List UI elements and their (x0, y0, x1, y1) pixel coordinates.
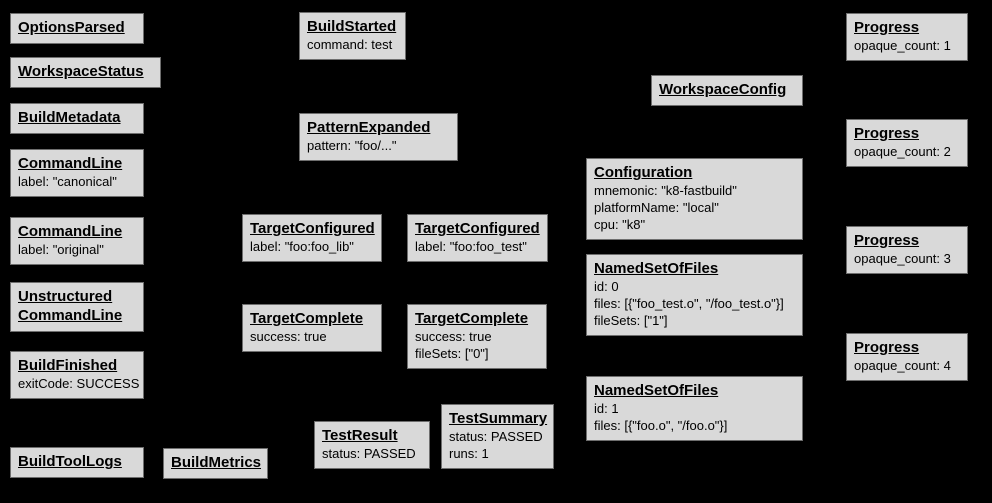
event-node-title: NamedSetOfFiles (594, 260, 719, 277)
event-node-field: id: 1 (594, 401, 619, 416)
event-node-progress-23: Progress opaque_count: 3 (846, 226, 968, 274)
event-node-field: opaque_count: 4 (854, 358, 951, 373)
event-node-progress-21: Progress opaque_count: 1 (846, 13, 968, 61)
event-node-configuration-18: Configuration mnemonic: "k8-fastbuild" pla… (586, 158, 803, 240)
event-node-title: CommandLine (18, 155, 123, 172)
event-node-testresult-15: TestResult status: PASSED (314, 421, 430, 469)
event-node-field: fileSets: ["0"] (415, 346, 489, 361)
event-node-field: files: [{"foo.o", "/foo.o"}] (594, 418, 728, 433)
event-node-title: TestResult (322, 427, 398, 444)
event-node-field: platformName: "local" (594, 200, 719, 215)
event-node-buildtoollogs-7: BuildToolLogs (10, 447, 144, 478)
event-node-field: status: PASSED (449, 429, 543, 444)
event-node-targetcomplete-13: TargetComplete success: true (242, 304, 382, 352)
event-node-title: WorkspaceConfig (659, 81, 787, 98)
event-node-testsummary-16: TestSummary status: PASSED runs: 1 (441, 404, 554, 469)
event-node-title: TargetComplete (415, 310, 529, 327)
event-node-title: NamedSetOfFiles (594, 382, 719, 399)
event-node-field: status: PASSED (322, 446, 416, 461)
event-node-title: BuildFinished (18, 357, 118, 374)
event-node-field: fileSets: ["1"] (594, 313, 668, 328)
event-node-unstructured-commandline-5: Unstructured CommandLine (10, 282, 144, 332)
event-node-field: pattern: "foo/..." (307, 138, 397, 153)
event-node-field: mnemonic: "k8-fastbuild" (594, 183, 737, 198)
event-node-title: BuildToolLogs (18, 453, 122, 470)
event-node-title: BuildMetadata (18, 109, 121, 126)
event-node-title: TargetConfigured (250, 220, 375, 237)
event-node-field: opaque_count: 2 (854, 144, 951, 159)
event-node-title: Progress (854, 232, 920, 249)
event-node-field: cpu: "k8" (594, 217, 646, 232)
event-node-field: files: [{"foo_test.o", "/foo_test.o"}] (594, 296, 784, 311)
event-node-namedsetoffiles-20: NamedSetOfFiles id: 1 files: [{"foo.o", "/… (586, 376, 803, 441)
event-node-progress-24: Progress opaque_count: 4 (846, 333, 968, 381)
event-node-field: opaque_count: 3 (854, 251, 951, 266)
event-node-field: opaque_count: 1 (854, 38, 951, 53)
event-node-buildmetadata-2: BuildMetadata (10, 103, 144, 134)
event-node-title: Configuration (594, 164, 693, 181)
event-node-title: WorkspaceStatus (18, 63, 144, 80)
event-node-patternexpanded-10: PatternExpanded pattern: "foo/..." (299, 113, 458, 161)
event-node-title: Progress (854, 19, 920, 36)
event-node-field: label: "foo:foo_lib" (250, 239, 354, 254)
event-node-title: BuildStarted (307, 18, 397, 35)
event-node-title: OptionsParsed (18, 19, 125, 36)
event-node-title: BuildMetrics (171, 454, 262, 471)
event-node-field: exitCode: SUCCESS (18, 376, 140, 391)
event-node-optionsparsed-0: OptionsParsed (10, 13, 144, 44)
event-node-title: PatternExpanded (307, 119, 431, 136)
event-node-targetcomplete-14: TargetComplete success: true fileSets: ["0… (407, 304, 547, 369)
event-node-field: success: true (415, 329, 492, 344)
event-node-buildmetrics-8: BuildMetrics (163, 448, 268, 479)
event-node-targetconfigured-11: TargetConfigured label: "foo:foo_lib" (242, 214, 382, 262)
event-node-targetconfigured-12: TargetConfigured label: "foo:foo_test" (407, 214, 548, 262)
event-node-buildstarted-9: BuildStarted command: test (299, 12, 406, 60)
event-node-buildfinished-6: BuildFinished exitCode: SUCCESS (10, 351, 144, 399)
event-node-title: Unstructured CommandLine (18, 288, 123, 324)
event-node-commandline-3: CommandLine label: "canonical" (10, 149, 144, 197)
event-node-title: TestSummary (449, 410, 548, 427)
event-node-field: runs: 1 (449, 446, 489, 461)
event-node-title: Progress (854, 339, 920, 356)
event-node-title: TargetConfigured (415, 220, 540, 237)
event-node-title: TargetComplete (250, 310, 364, 327)
event-node-field: label: "canonical" (18, 174, 117, 189)
event-node-field: command: test (307, 37, 393, 52)
event-node-field: label: "original" (18, 242, 104, 257)
event-node-commandline-4: CommandLine label: "original" (10, 217, 144, 265)
event-node-workspacestatus-1: WorkspaceStatus (10, 57, 161, 88)
event-node-field: success: true (250, 329, 327, 344)
event-node-namedsetoffiles-19: NamedSetOfFiles id: 0 files: [{"foo_test.o… (586, 254, 803, 336)
event-node-field: id: 0 (594, 279, 619, 294)
event-node-workspaceconfig-17: WorkspaceConfig (651, 75, 803, 106)
event-node-progress-22: Progress opaque_count: 2 (846, 119, 968, 167)
event-node-title: Progress (854, 125, 920, 142)
event-node-title: CommandLine (18, 223, 123, 240)
event-node-field: label: "foo:foo_test" (415, 239, 527, 254)
